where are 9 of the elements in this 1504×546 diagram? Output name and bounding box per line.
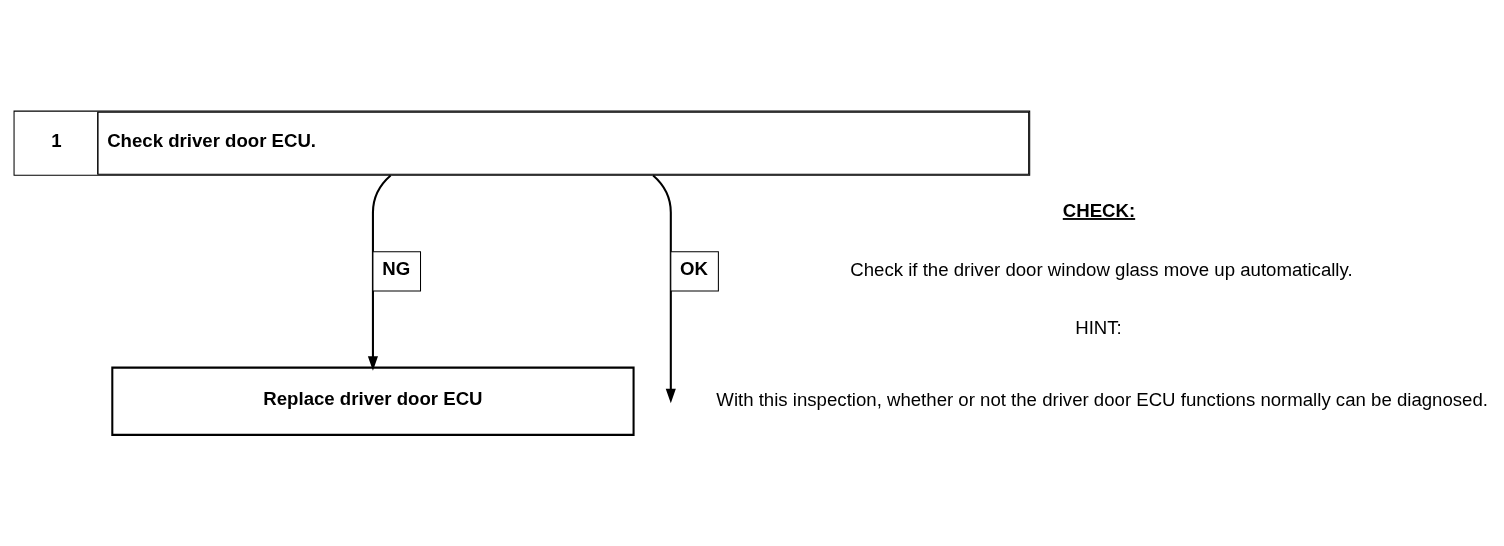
- edge-label: NG: [382, 257, 411, 279]
- label: CHECK:: [1062, 200, 1136, 222]
- label: Check if the driver door window glass move up automatically.: [850, 259, 1353, 280]
- node-box: Replace driver door ECU: [111, 366, 635, 436]
- label: HINT:: [1075, 316, 1122, 338]
- label: With this inspection, whether or not the driver door ECU functions normally can be diagnosed.: [716, 388, 1488, 410]
- arrow: [367, 174, 392, 371]
- arrow: [652, 174, 676, 404]
- edge-label: OK: [680, 257, 709, 279]
